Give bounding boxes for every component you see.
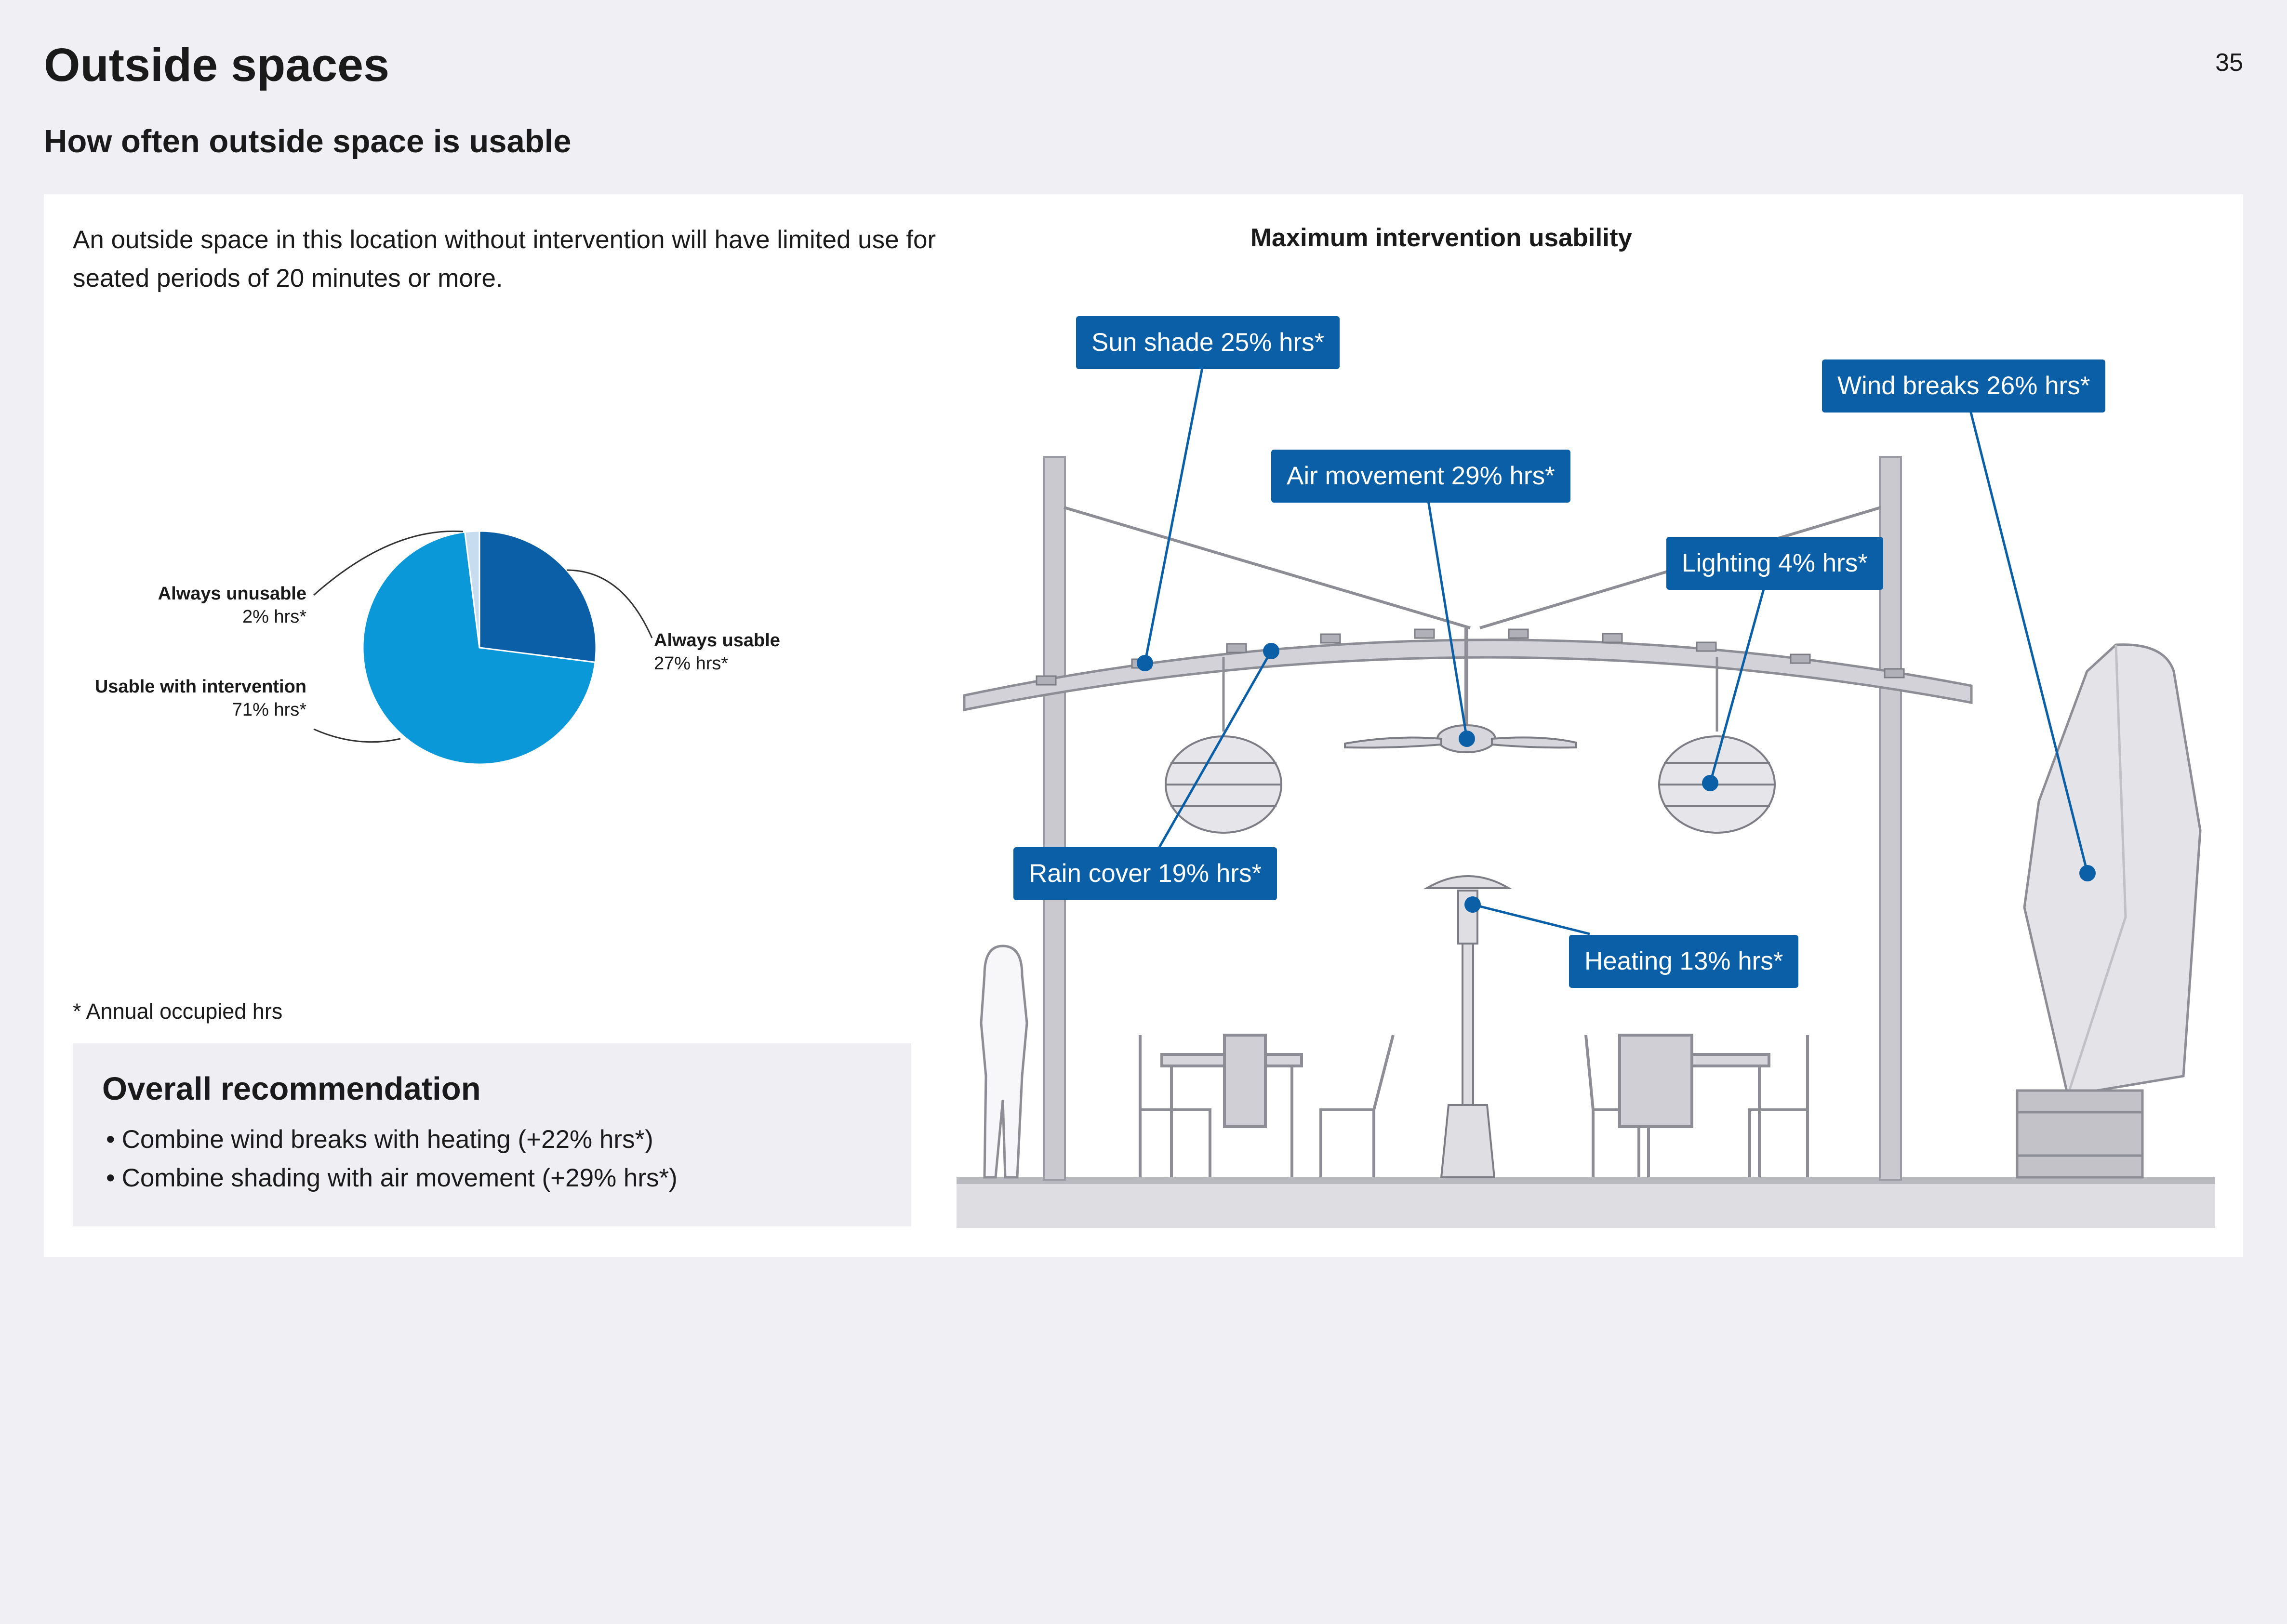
left-post bbox=[1043, 456, 1066, 1181]
wind-breaks-marker bbox=[2079, 865, 2096, 881]
pie-label-value: 27% hrs* bbox=[654, 653, 729, 674]
usability-pie-chart bbox=[313, 530, 653, 765]
recommendation-title: Overall recommendation bbox=[102, 1071, 481, 1107]
sun-shade-marker bbox=[1137, 655, 1153, 671]
section-title: How often outside space is usable bbox=[44, 123, 572, 160]
wind-break-screen bbox=[2016, 643, 2202, 1179]
pie-label-always-usable: Always usable 27% hrs* bbox=[654, 629, 780, 675]
table-set-right bbox=[1584, 1034, 1809, 1177]
recommendation-list: Combine wind breaks with heating (+22% h… bbox=[106, 1120, 678, 1198]
cable bbox=[1064, 506, 1471, 629]
pie-label-value: 2% hrs* bbox=[242, 607, 306, 627]
pie-leader-line bbox=[313, 530, 464, 596]
outdoor-scene-illustration bbox=[957, 365, 2215, 1228]
page-number: 35 bbox=[2215, 49, 2243, 77]
heating-marker bbox=[1464, 896, 1481, 913]
patio-heater bbox=[1423, 875, 1513, 1178]
intro-text: An outside space in this location withou… bbox=[73, 226, 936, 293]
pie-label-name: Always unusable bbox=[158, 584, 306, 604]
pendant-light-right bbox=[1658, 657, 1776, 834]
content-panel: An outside space in this location withou… bbox=[44, 194, 2243, 1257]
callout-air-movement: Air movement 29% hrs* bbox=[1271, 450, 1570, 503]
callout-wind-breaks: Wind breaks 26% hrs* bbox=[1822, 359, 2106, 413]
pie-label-usable-with-intervention: Usable with intervention 71% hrs* bbox=[73, 675, 306, 721]
table-set-left bbox=[1139, 1034, 1395, 1177]
pie-label-name: Usable with intervention bbox=[94, 677, 306, 697]
pie-label-name: Always usable bbox=[654, 630, 780, 651]
pie-slice-always-unusable bbox=[464, 530, 480, 648]
pie-label-always-unusable: Always unusable 2% hrs* bbox=[152, 582, 306, 628]
recommendation-item: Combine shading with air movement (+29% … bbox=[106, 1159, 678, 1198]
footnote: * Annual occupied hrs bbox=[73, 999, 283, 1024]
lighting-marker bbox=[1702, 775, 1718, 791]
rain-cover-marker bbox=[1263, 643, 1279, 659]
air-movement-marker bbox=[1459, 731, 1475, 747]
right-post bbox=[1879, 456, 1902, 1181]
scene-title: Maximum intervention usability bbox=[1250, 224, 1633, 252]
page-title: Outside spaces bbox=[44, 39, 390, 91]
recommendation-item: Combine wind breaks with heating (+22% h… bbox=[106, 1120, 678, 1159]
callout-leaders bbox=[1144, 365, 2089, 935]
pie-leader-line bbox=[313, 728, 401, 743]
callout-lighting: Lighting 4% hrs* bbox=[1666, 537, 1883, 590]
person-silhouette bbox=[980, 945, 1028, 1179]
callout-heating: Heating 13% hrs* bbox=[1569, 935, 1799, 988]
recommendation-box: Overall recommendation Combine wind brea… bbox=[73, 1043, 911, 1226]
pie-leader-line bbox=[566, 569, 653, 639]
callout-markers bbox=[1137, 643, 2096, 913]
pie-slice-usable-with-intervention bbox=[362, 531, 596, 765]
callout-rain-cover: Rain cover 19% hrs* bbox=[1013, 847, 1277, 900]
ground-slab bbox=[957, 1182, 2215, 1228]
callout-sun-shade: Sun shade 25% hrs* bbox=[1076, 316, 1340, 369]
canopy-beam bbox=[963, 639, 1973, 712]
pie-label-value: 71% hrs* bbox=[232, 700, 306, 720]
